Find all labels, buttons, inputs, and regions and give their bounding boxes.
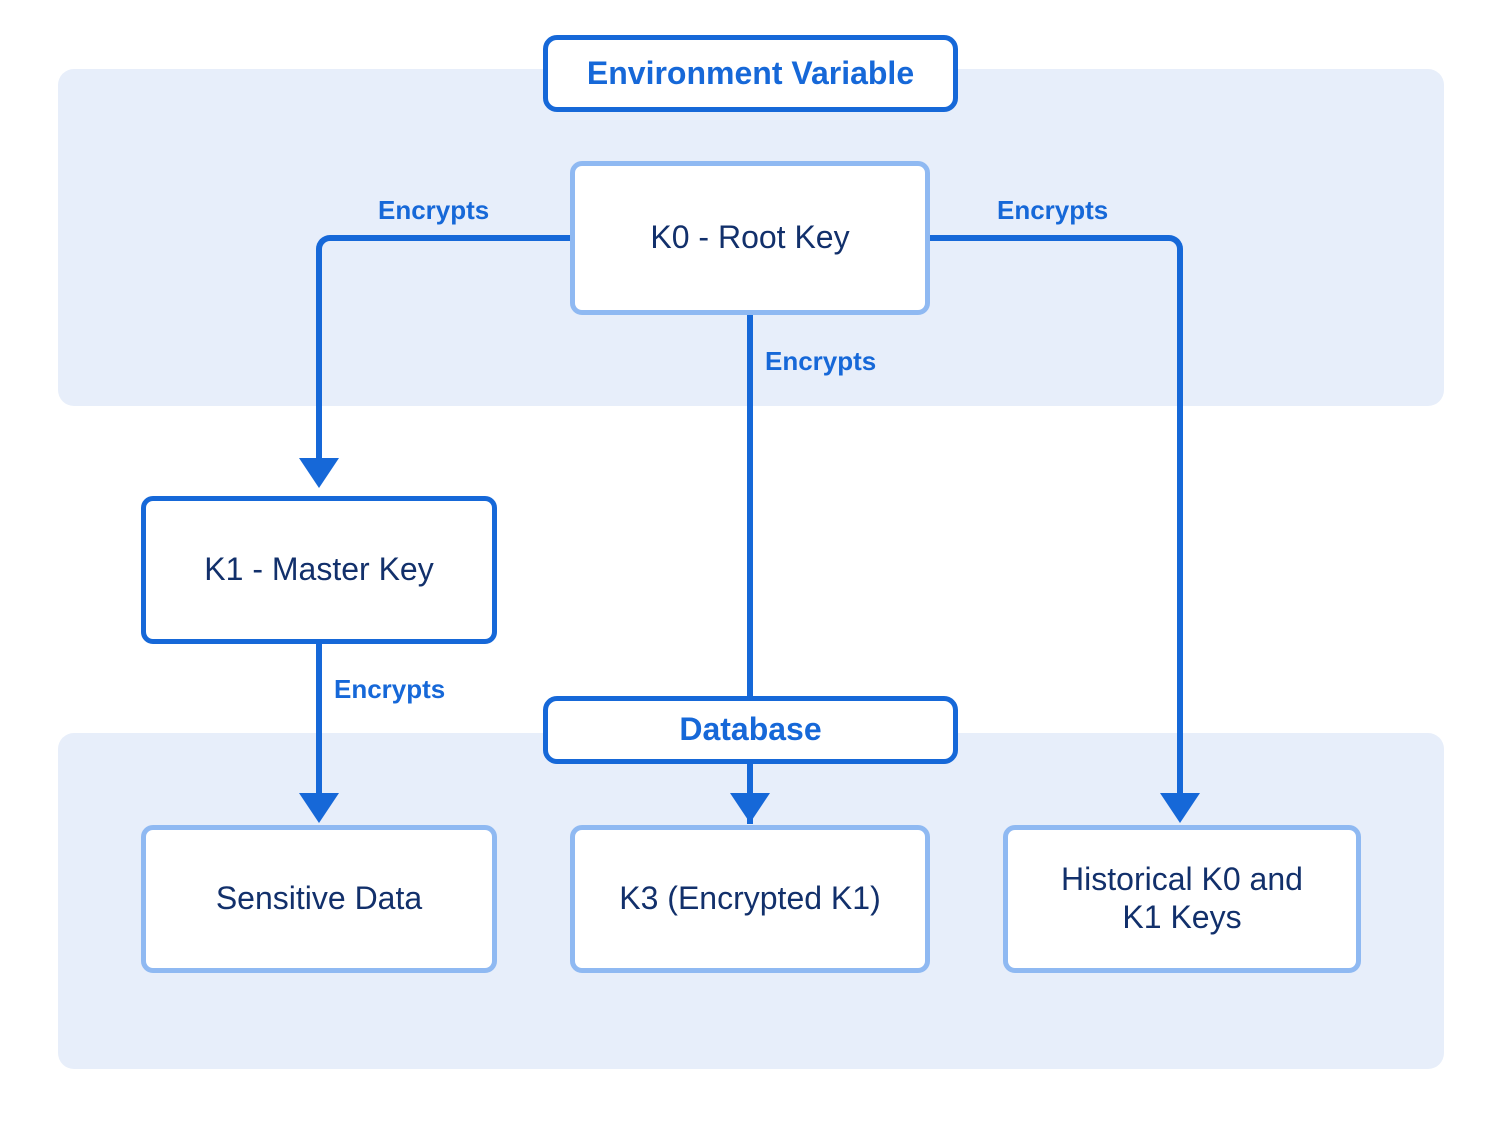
edge-k0-to-k1-vertical: [316, 250, 322, 463]
node-k3-encrypted-k1[interactable]: K3 (Encrypted K1): [570, 825, 930, 973]
node-environment-variable[interactable]: Environment Variable: [543, 35, 958, 112]
node-historical-keys-label: Historical K0 and K1 Keys: [1061, 861, 1303, 937]
node-k1-master-key-label: K1 - Master Key: [204, 551, 434, 588]
edge-database-to-k3-arrowhead: [730, 793, 770, 823]
node-environment-variable-label: Environment Variable: [586, 54, 915, 91]
edge-k0-to-historical-vertical: [1177, 250, 1183, 803]
node-database-label: Database: [679, 711, 822, 748]
node-k3-encrypted-k1-label: K3 (Encrypted K1): [619, 880, 881, 917]
edge-k0-to-historical-label: Encrypts: [997, 195, 1109, 225]
edge-k1-to-sensitive-arrowhead: [299, 793, 339, 823]
node-k1-master-key[interactable]: K1 - Master Key: [141, 496, 497, 644]
node-sensitive-data[interactable]: Sensitive Data: [141, 825, 497, 973]
edge-k0-to-k1-arrowhead: [299, 458, 339, 488]
node-historical-keys[interactable]: Historical K0 and K1 Keys: [1003, 825, 1361, 973]
node-k0-root-key[interactable]: K0 - Root Key: [570, 161, 930, 315]
node-historical-keys-line2: K1 Keys: [1122, 899, 1242, 935]
node-historical-keys-line1: Historical K0 and: [1061, 861, 1303, 898]
node-k0-root-key-label: K0 - Root Key: [650, 219, 850, 256]
edge-k0-to-k1-elbow: [316, 235, 336, 255]
edge-k1-to-sensitive-label: Encrypts: [334, 674, 446, 704]
edge-k0-to-k1-label: Encrypts: [378, 195, 490, 225]
edge-k0-to-database-vertical: [747, 312, 753, 704]
edge-k0-to-database-label: Encrypts: [765, 346, 877, 376]
edge-k0-to-k1-horizontal: [333, 235, 573, 241]
node-sensitive-data-label: Sensitive Data: [215, 880, 423, 917]
edge-k0-to-historical-arrowhead: [1160, 793, 1200, 823]
edge-k0-to-historical-horizontal: [928, 235, 1165, 241]
edge-k1-to-sensitive-vertical: [316, 641, 322, 803]
edge-k0-to-historical-elbow: [1163, 235, 1183, 255]
node-database[interactable]: Database: [543, 696, 958, 764]
